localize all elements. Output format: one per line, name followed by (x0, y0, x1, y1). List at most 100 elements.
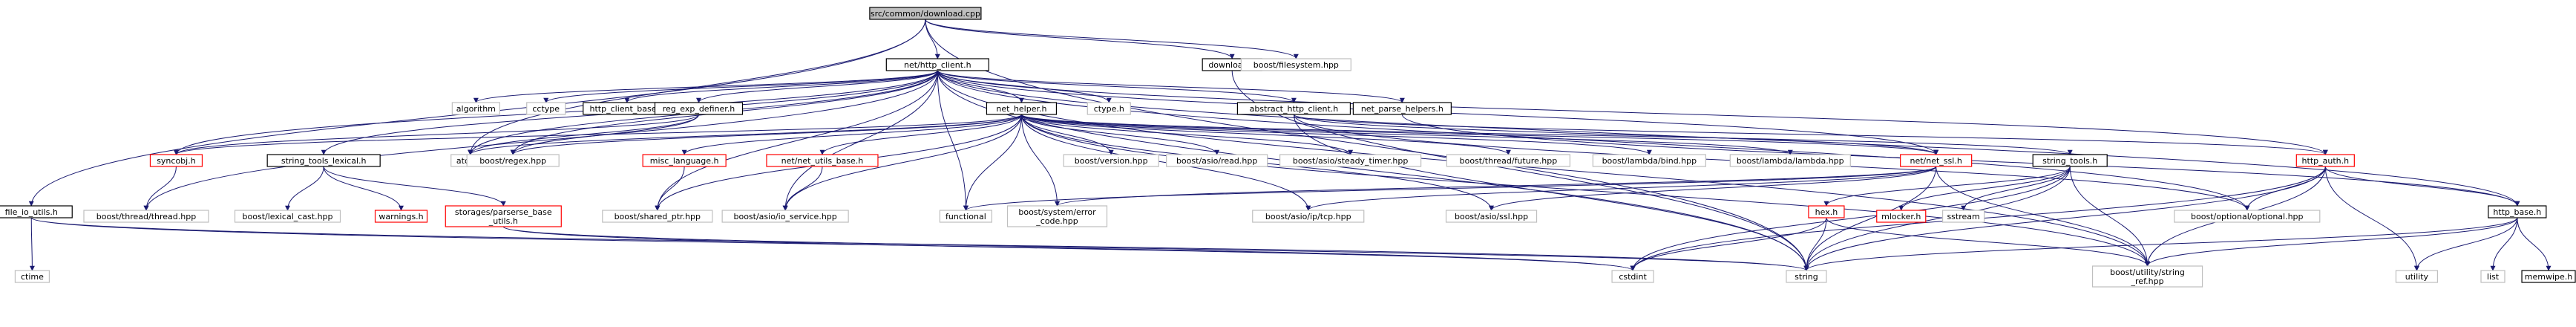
node-boost-filesystem[interactable]: boost/filesystem.hpp (1240, 58, 1351, 71)
node-list[interactable]: list (2480, 270, 2505, 283)
node-sstream[interactable]: sstream (1941, 210, 1985, 223)
node-boost-asio-read[interactable]: boost/asio/read.hpp (1166, 154, 1268, 167)
node-misc-language[interactable]: misc_language.h (642, 154, 727, 167)
node-reg-exp-definer[interactable]: reg_exp_definer.h (654, 102, 744, 115)
node-file-io-utils[interactable]: file_io_utils.h (0, 205, 73, 218)
edge-layer (28, 19, 2552, 271)
node-label: string_tools_lexical.h (281, 156, 367, 166)
node-boost-asio-ip-tcp[interactable]: boost/asio/ip/tcp.hpp (1252, 210, 1365, 223)
node-http-auth[interactable]: http_auth.h (2295, 154, 2355, 167)
node-boost-asio-steady-timer[interactable]: boost/asio/steady_timer.hpp (1279, 154, 1422, 167)
node-net-http-client[interactable]: net/http_client.h (885, 58, 989, 71)
node-string-tools-lexical[interactable]: string_tools_lexical.h (266, 154, 381, 167)
node-net-helper[interactable]: net_helper.h (986, 102, 1058, 115)
node-functional[interactable]: functional (939, 210, 993, 223)
edge-root-to-download_h (925, 19, 1235, 59)
node-label: boost/lambda/bind.hpp (1602, 156, 1697, 166)
node-string[interactable]: string (1786, 270, 1827, 283)
edge-net_http_client-to-functional (937, 70, 969, 211)
node-cstdint[interactable]: cstdint (1611, 270, 1654, 283)
node-net-parse-helpers[interactable]: net_parse_helpers.h (1352, 102, 1452, 115)
node-box (885, 58, 989, 71)
edge-hex-to-boost_utility_string_ref (1826, 217, 2150, 267)
node-box (1729, 154, 1851, 167)
edge-string_tools-to-sstream (1961, 166, 2071, 211)
node-box (1166, 154, 1268, 167)
node-box (1611, 270, 1654, 283)
node-box (986, 102, 1058, 115)
node-syncobj[interactable]: syncobj.h (149, 154, 203, 167)
node-box (766, 154, 879, 167)
node-box (149, 154, 203, 167)
edge-file_io_utils-to-string (30, 217, 1809, 271)
node-storages-parserse[interactable]: storages/parserse_base_utils.h (445, 205, 562, 227)
node-boost-asio-io-service[interactable]: boost/asio/io_service.hpp (721, 210, 849, 223)
node-boost-optional[interactable]: boost/optional/optional.hpp (2174, 210, 2321, 223)
node-hex[interactable]: hex.h (1808, 205, 1845, 218)
node-box (602, 210, 713, 223)
edge-http_base-to-list (2490, 217, 2518, 271)
node-label: hex.h (1815, 207, 1838, 217)
edge-net_http_client-to-cctype (543, 70, 938, 103)
edge-syncobj-to-boost_thread_thread (143, 166, 177, 211)
node-mlocker[interactable]: mlocker.h (1876, 210, 1927, 223)
node-utility[interactable]: utility (2395, 270, 2439, 283)
node-string-tools[interactable]: string_tools.h (2032, 154, 2108, 167)
node-box (451, 102, 500, 115)
node-boost-system-error-code[interactable]: boost/system/error_code.hpp (1006, 205, 1108, 227)
node-http-client-base[interactable]: http_client_base.h (583, 102, 672, 115)
node-memwipe[interactable]: memwipe.h (2521, 270, 2576, 283)
node-ctime[interactable]: ctime (14, 270, 50, 283)
edge-net_helper-to-functional (963, 114, 1022, 211)
edge-net_ssl-to-boost_system_error_code (1055, 166, 1937, 207)
node-boost-shared-ptr[interactable]: boost/shared_ptr.hpp (602, 210, 713, 223)
edge-string_tools_lexical-to-storages_parserse (323, 166, 506, 207)
node-boost-thread-thread[interactable]: boost/thread/thread.hpp (83, 210, 209, 223)
node-label: mlocker.h (1881, 212, 1921, 221)
node-label: boost/asio/steady_timer.hpp (1293, 156, 1409, 166)
node-boost-regex[interactable]: boost/regex.hpp (466, 154, 560, 167)
node-net-ssl[interactable]: net/net_ssl.h (1900, 154, 1973, 167)
node-net-utils-base[interactable]: net/net_utils_base.h (766, 154, 879, 167)
node-label: http_auth.h (2302, 156, 2350, 166)
node-label: reg_exp_definer.h (663, 104, 735, 114)
edge-net_http_client-to-boost_optional (937, 70, 2250, 211)
node-boost-lexical-cast[interactable]: boost/lexical_cast.hpp (234, 210, 341, 223)
edge-net_helper-to-boost_utility_string_ref (1020, 114, 2150, 267)
node-root[interactable]: src/common/download.cpp (869, 7, 982, 20)
edge-net_http_client-to-reg_exp_definer (696, 70, 938, 103)
edge-net_http_client-to-net_parse_helpers (937, 70, 1405, 103)
edge-net_ssl-to-boost_asio_ssl (1489, 166, 1937, 211)
edge-net_helper-to-boost_lambda_lambda (1020, 114, 1793, 155)
edge-string_tools-to-mlocker (1898, 166, 2071, 211)
node-warnings[interactable]: warnings.h (374, 210, 428, 223)
edge-hex-to-cstdint (1630, 217, 1827, 271)
node-label: string_tools.h (2042, 156, 2097, 166)
node-box (2174, 210, 2321, 223)
node-boost-lambda-lambda[interactable]: boost/lambda/lambda.hpp (1729, 154, 1851, 167)
edge-net_http_client-to-algorithm (473, 70, 938, 103)
node-label: boost/lambda/lambda.hpp (1737, 156, 1844, 166)
node-boost-version[interactable]: boost/version.hpp (1063, 154, 1159, 167)
edge-net_http_client-to-boost_asio_io_service (782, 70, 938, 211)
node-label: storages/parserse_base (455, 207, 552, 217)
node-label: boost/system/error (1018, 207, 1096, 217)
node-boost-asio-ssl[interactable]: boost/asio/ssl.hpp (1445, 210, 1538, 223)
node-label: net_helper.h (996, 104, 1046, 114)
node-label: boost/asio/ssl.hpp (1455, 212, 1528, 221)
edge-http_auth-to-string (1803, 166, 2326, 271)
node-abstract-http-client[interactable]: abstract_http_client.h (1236, 102, 1351, 115)
node-boost-lambda-bind[interactable]: boost/lambda/bind.hpp (1592, 154, 1706, 167)
node-boost-utility-string-ref[interactable]: boost/utility/string_ref.hpp (2091, 265, 2203, 288)
edge-net_helper-to-boost_asio_steady_timer (1020, 114, 1354, 155)
node-boost-thread-future[interactable]: boost/thread/future.hpp (1446, 154, 1571, 167)
edge-net_http_client-to-abstract_http_client (937, 70, 1297, 103)
edge-reg_exp_definer-to-syncobj (174, 114, 699, 155)
node-algorithm[interactable]: algorithm (451, 102, 500, 115)
node-cctype[interactable]: cctype (526, 102, 566, 115)
node-label: abstract_http_client.h (1250, 104, 1339, 114)
node-label: cctype (532, 104, 560, 114)
node-http-base[interactable]: http_base.h (2488, 205, 2547, 218)
edge-net_ssl-to-functional (963, 166, 1937, 211)
node-ctype-h[interactable]: ctype.h (1087, 102, 1131, 115)
